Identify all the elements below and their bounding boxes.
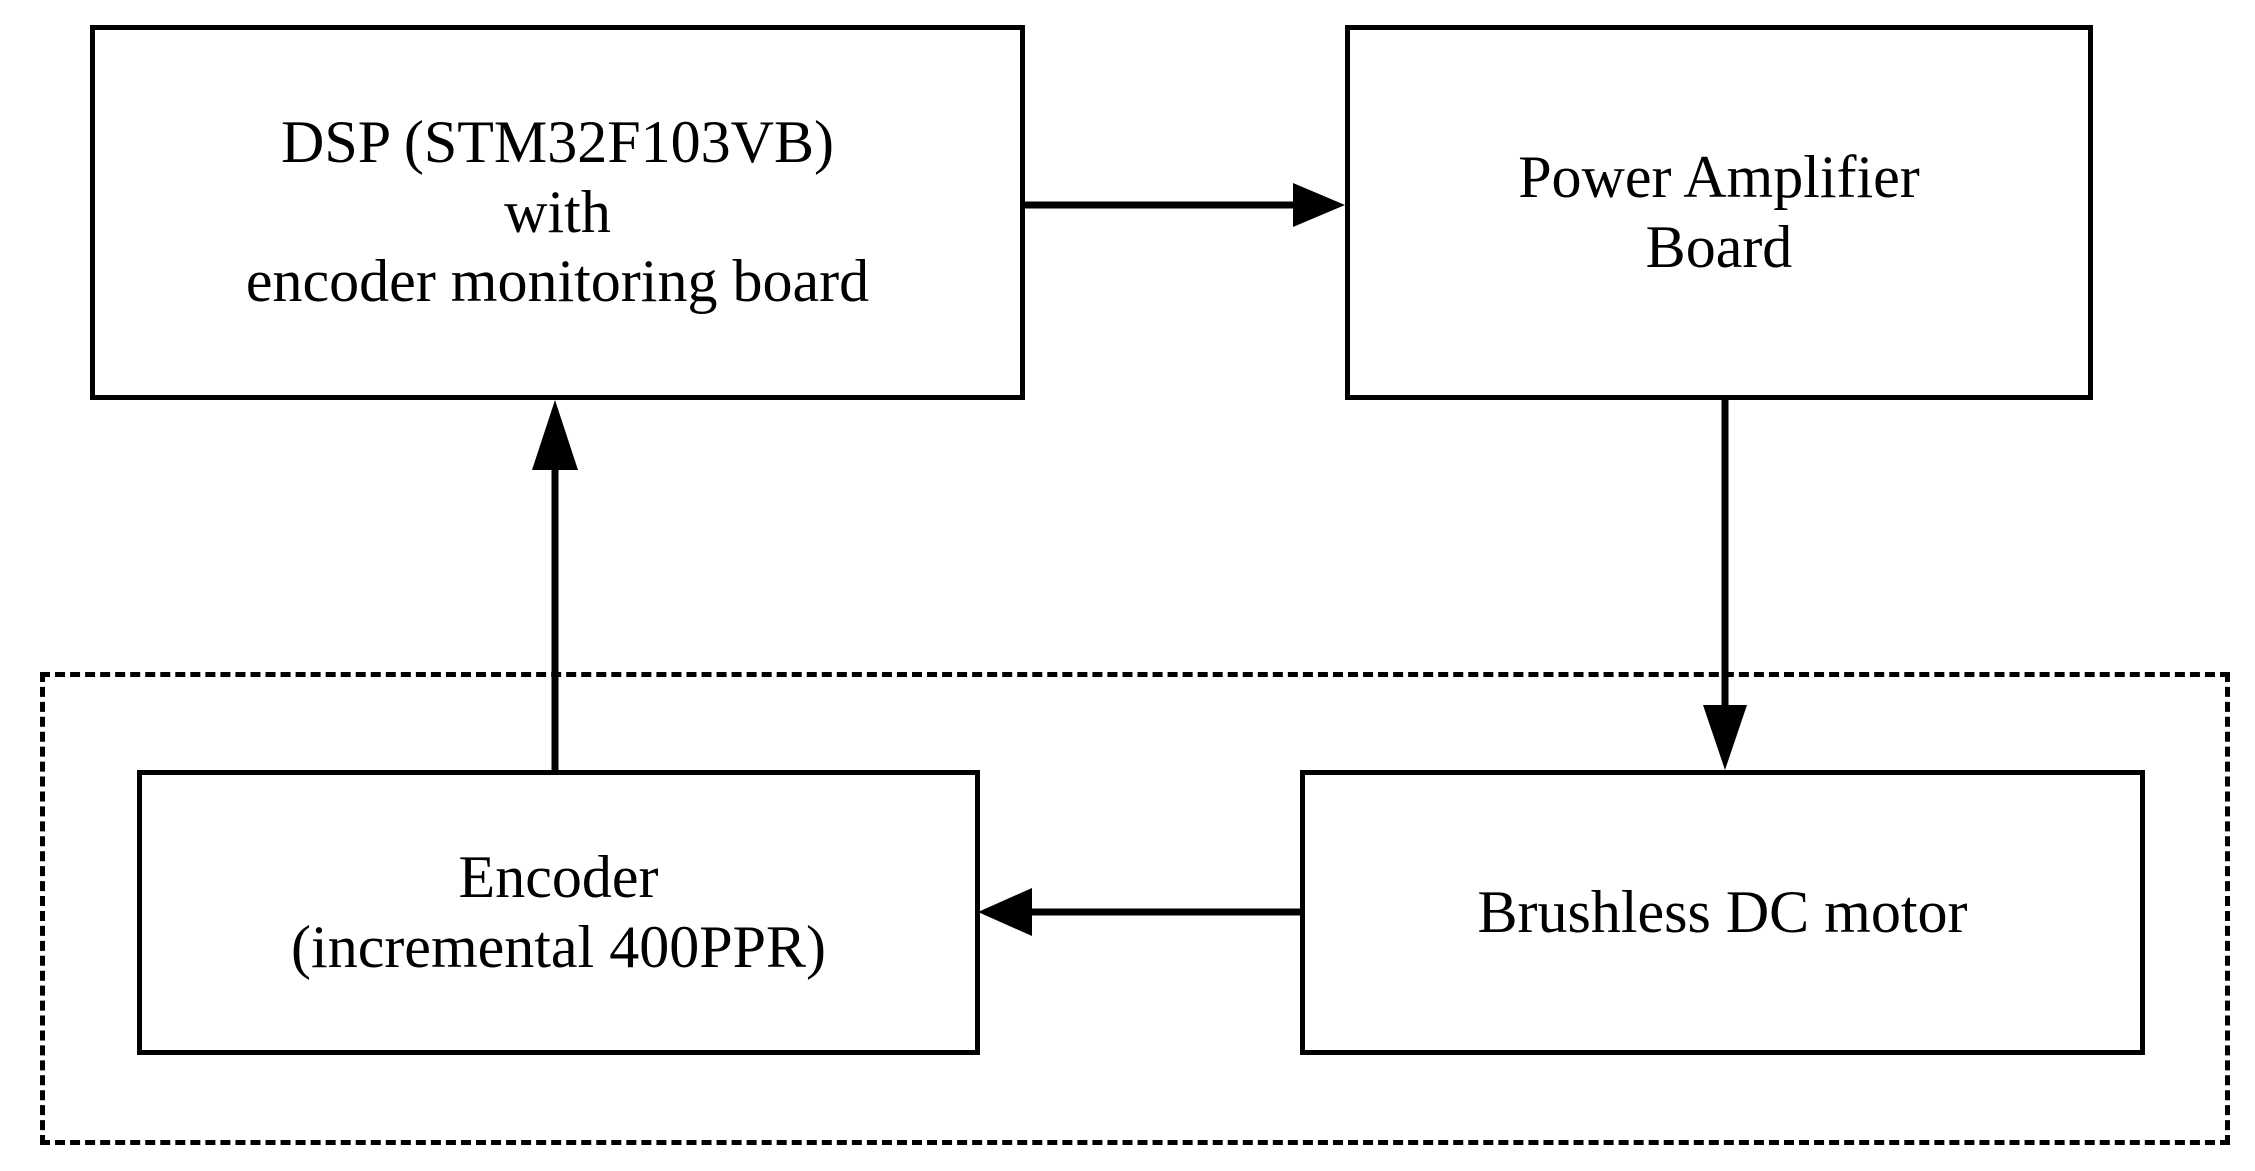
block-dsp-line-2: with (504, 178, 611, 245)
block-power-amplifier[interactable]: Power Amplifier Board (1345, 25, 2093, 400)
connector-encoder-to-dsp (525, 398, 585, 773)
block-dsp-line-1: DSP (STM32F103VB) (281, 109, 834, 176)
connector-power-amplifier-to-motor (1695, 400, 1755, 775)
connector-dsp-to-power-amplifier (1025, 175, 1350, 235)
block-dsp-line-3: encoder monitoring board (245, 248, 870, 315)
connector-motor-to-encoder (960, 882, 1305, 942)
arrow-left-icon (978, 888, 1302, 936)
block-brushless-dc-motor[interactable]: Brushless DC motor (1300, 770, 2145, 1055)
block-brushless-dc-motor-line-1: Brushless DC motor (1477, 878, 1968, 945)
block-dsp[interactable]: DSP (STM32F103VB) with encoder monitorin… (90, 25, 1025, 400)
arrow-up-icon (532, 400, 578, 773)
block-encoder-line-2: (incremental 400PPR) (291, 913, 826, 980)
arrow-right-icon (1025, 183, 1345, 227)
block-power-amplifier-line-2: Board (1645, 213, 1793, 280)
block-power-amplifier-line-1: Power Amplifier (1518, 143, 1920, 210)
plant-boundary-dashed-group (40, 672, 2230, 1145)
arrow-down-icon (1703, 400, 1747, 770)
block-encoder-line-1: Encoder (458, 843, 659, 910)
block-encoder[interactable]: Encoder (incremental 400PPR) (137, 770, 980, 1055)
